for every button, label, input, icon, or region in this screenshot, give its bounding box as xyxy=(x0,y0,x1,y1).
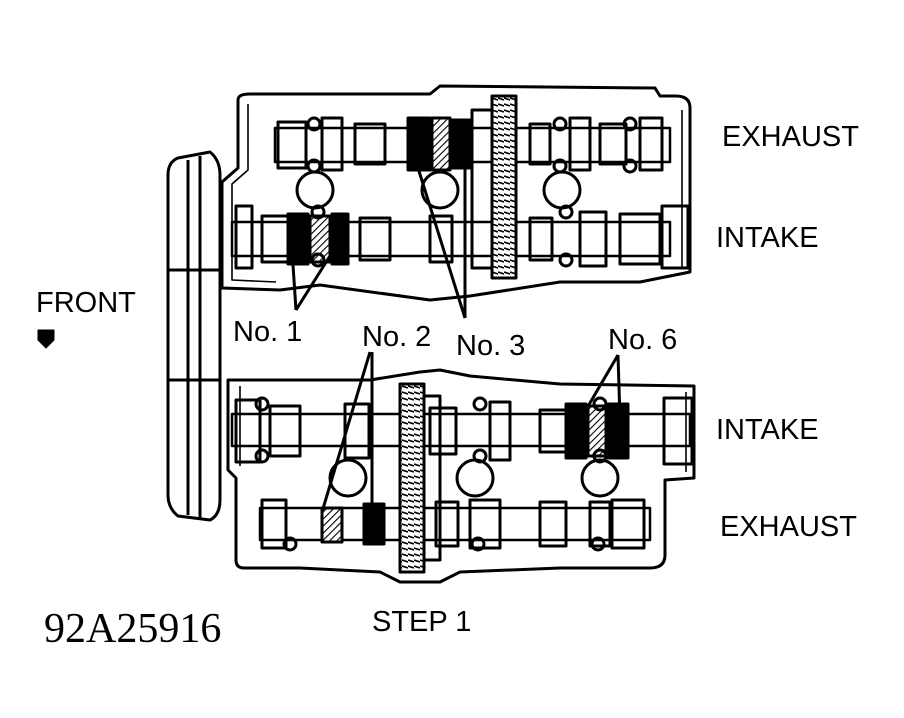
leader-lines xyxy=(290,160,622,513)
spark-plug-hole xyxy=(542,170,582,210)
lower-intake-label: INTAKE xyxy=(716,414,819,446)
no3-label: No. 3 xyxy=(456,330,526,362)
spark-plug-hole xyxy=(328,458,368,498)
upper-cylinder-head xyxy=(220,84,692,302)
upper-intake-label: INTAKE xyxy=(716,222,819,254)
step-label: STEP 1 xyxy=(372,606,472,638)
upper-exhaust-camshaft xyxy=(273,116,672,174)
lower-intake-camshaft xyxy=(230,396,694,466)
front-label: FRONT xyxy=(36,287,136,319)
lower-cam-gear xyxy=(398,382,442,574)
timing-belt-cover xyxy=(166,150,222,522)
upper-exhaust-label: EXHAUST xyxy=(722,121,859,153)
upper-intake-camshaft xyxy=(230,204,690,270)
no2-label: No. 2 xyxy=(362,321,432,353)
lower-exhaust-label: EXHAUST xyxy=(720,511,857,543)
spark-plug-hole xyxy=(580,458,620,498)
lower-exhaust-camshaft xyxy=(258,498,652,552)
spark-plug-hole xyxy=(455,458,495,498)
figure-id: 92A25916 xyxy=(44,606,222,652)
lower-cylinder-head xyxy=(226,368,696,584)
spark-plug-hole xyxy=(420,170,460,210)
spark-plug-hole xyxy=(295,170,335,210)
no6-label: No. 6 xyxy=(608,324,678,356)
front-arrow-icon xyxy=(37,329,55,349)
no1-label: No. 1 xyxy=(233,316,303,348)
upper-cam-gear xyxy=(470,94,518,280)
